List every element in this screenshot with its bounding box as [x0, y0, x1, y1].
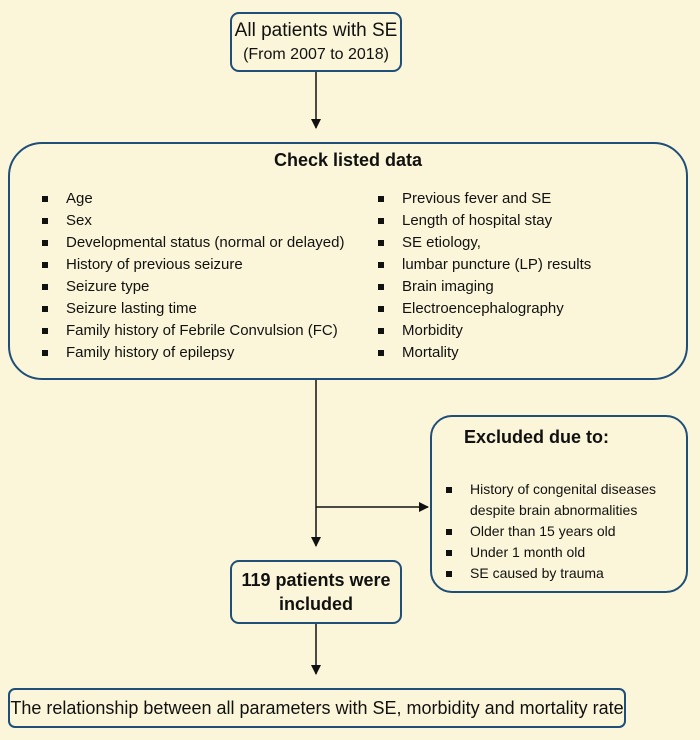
- list-item: Previous fever and SE: [376, 188, 591, 210]
- start-box: All patients with SE (From 2007 to 2018): [230, 12, 402, 72]
- list-item: Length of hospital stay: [376, 210, 591, 232]
- check-list-right: Previous fever and SE Length of hospital…: [376, 188, 591, 364]
- list-item: Sex: [40, 210, 344, 232]
- list-item: SE caused by trauma: [444, 563, 656, 584]
- list-item: Brain imaging: [376, 276, 591, 298]
- list-item: Age: [40, 188, 344, 210]
- check-list-left: Age Sex Developmental status (normal or …: [40, 188, 344, 364]
- list-item: Morbidity: [376, 320, 591, 342]
- list-item: Family history of epilepsy: [40, 342, 344, 364]
- list-item: Mortality: [376, 342, 591, 364]
- list-item: Under 1 month old: [444, 542, 656, 563]
- list-item: Older than 15 years old: [444, 521, 656, 542]
- list-item: History of previous seizure: [40, 254, 344, 276]
- start-box-line2: (From 2007 to 2018): [243, 46, 389, 63]
- list-item: Developmental status (normal or delayed): [40, 232, 344, 254]
- list-item: SE etiology,: [376, 232, 591, 254]
- list-item-continuation: despite brain abnormalities: [470, 502, 638, 518]
- list-item: History of congenital diseases: [444, 479, 656, 500]
- result-box-text: The relationship between all parameters …: [10, 698, 624, 718]
- list-item: Seizure lasting time: [40, 298, 344, 320]
- result-box: The relationship between all parameters …: [8, 688, 626, 728]
- list-item: Family history of Febrile Convulsion (FC…: [40, 320, 344, 342]
- check-listed-data-box: Check listed data Age Sex Developmental …: [8, 142, 688, 380]
- list-item: Seizure type: [40, 276, 344, 298]
- check-box-title: Check listed data: [273, 150, 423, 170]
- included-box: 119 patients were included: [230, 560, 402, 624]
- list-item: Electroencephalography: [376, 298, 591, 320]
- included-box-line1: 119 patients were: [241, 570, 391, 590]
- start-box-line1: All patients with SE: [234, 20, 398, 41]
- list-item: lumbar puncture (LP) results: [376, 254, 591, 276]
- included-box-line2: included: [278, 594, 353, 614]
- excluded-box-title: Excluded due to:: [464, 427, 610, 447]
- excluded-box: Excluded due to: History of congenital d…: [430, 415, 688, 593]
- excluded-list: History of congenital diseases despite b…: [444, 479, 656, 584]
